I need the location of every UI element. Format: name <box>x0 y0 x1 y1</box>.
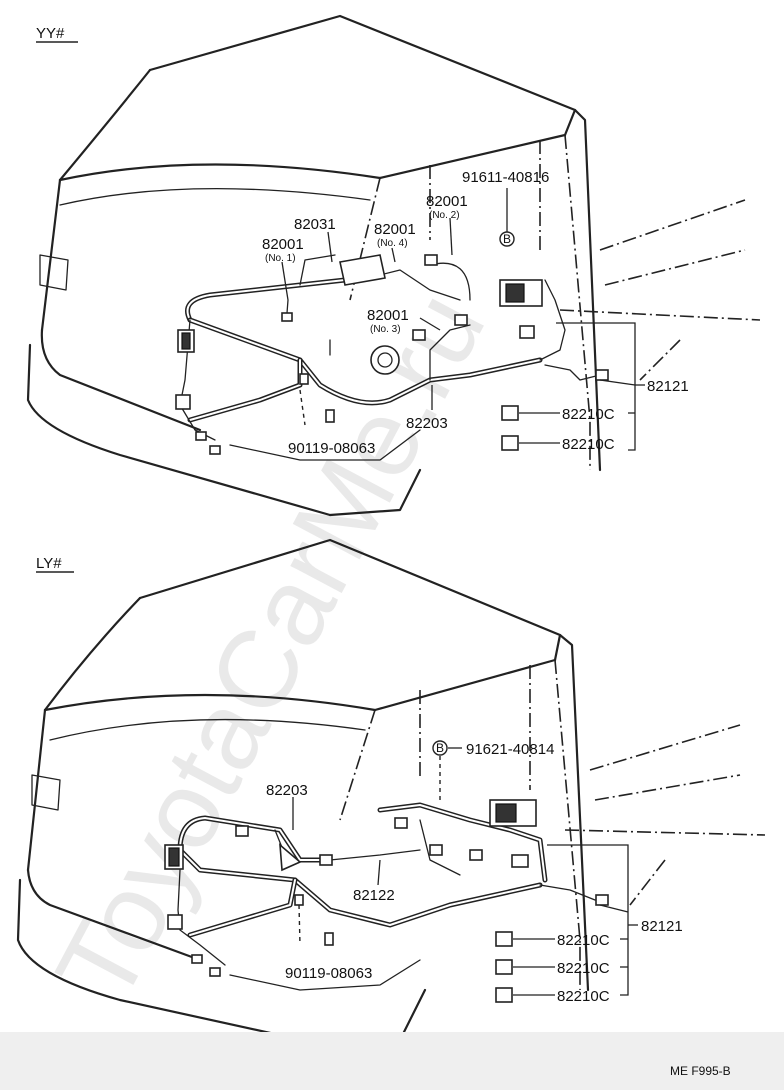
relay-82210c-a <box>495 931 513 947</box>
label-82210c-c-ly: 82210C <box>557 988 610 1005</box>
callout-b-circle-ly <box>432 740 448 756</box>
section-ly: LY# <box>16 538 766 1047</box>
label-82001-no3-sub: (No. 3) <box>370 324 401 335</box>
label-90119-08063-yy: 90119-08063 <box>288 440 375 457</box>
connector-no4 <box>424 254 438 266</box>
terminal-b <box>209 445 221 455</box>
relay-82210c-b <box>501 435 519 451</box>
label-82001-no3: 82001 <box>367 307 409 324</box>
junction-connector <box>519 325 535 339</box>
footer-reference: ME F995-B <box>670 1064 731 1078</box>
section-title-yy: YY# <box>36 25 65 42</box>
clamp <box>294 894 304 906</box>
section-yy: YY# <box>26 14 761 517</box>
label-82001-no4: 82001 <box>374 221 416 238</box>
relay-82210c-c <box>495 987 513 1003</box>
grommet-left <box>167 914 183 930</box>
label-82210c-a-yy: 82210C <box>562 406 615 423</box>
label-82210c-b-yy: 82210C <box>562 436 615 453</box>
terminal-a <box>191 954 203 964</box>
connector-left-body <box>181 332 191 350</box>
label-82121-yy: 82121 <box>647 378 689 395</box>
connector-right <box>595 369 609 381</box>
clamp <box>299 373 309 385</box>
connector-no3 <box>412 329 426 341</box>
connector-right <box>595 894 609 906</box>
connector-no1 <box>281 312 293 322</box>
terminal-b <box>209 967 221 977</box>
junction-connector <box>511 854 529 868</box>
label-82210c-a-ly: 82210C <box>557 932 610 949</box>
components-yy: B <box>175 231 609 455</box>
leaders-yy <box>281 188 645 451</box>
relay-82210c-a <box>501 405 519 421</box>
label-82001-no2: 82001 <box>426 193 468 210</box>
components-ly: B <box>164 740 609 1003</box>
connector-a <box>235 825 249 837</box>
label-91611-40816: 91611-40816 <box>462 169 549 186</box>
label-82122: 82122 <box>353 887 395 904</box>
section-title-ly: LY# <box>36 555 62 572</box>
callout-b-ly: B <box>436 741 444 755</box>
label-82001-no1-sub: (No. 1) <box>265 253 296 264</box>
horn <box>370 345 400 375</box>
footer-bar <box>0 1032 784 1090</box>
junction-block-dark <box>495 803 517 823</box>
connector-e <box>469 849 483 861</box>
label-82121-ly: 82121 <box>641 918 683 935</box>
relay-82031 <box>339 254 386 286</box>
bracket-82203 <box>279 843 302 872</box>
label-82001-no4-sub: (No. 4) <box>377 238 408 249</box>
leaders-ly <box>292 747 638 996</box>
bolt-90119 <box>325 409 335 423</box>
relay-82210c-b <box>495 959 513 975</box>
connector-left-body <box>168 847 180 867</box>
bolt-90119 <box>324 932 334 946</box>
label-90119-08063-ly: 90119-08063 <box>285 965 372 982</box>
label-82203-ly: 82203 <box>266 782 308 799</box>
label-82001-no2-sub: (No. 2) <box>429 210 460 221</box>
label-82210c-b-ly: 82210C <box>557 960 610 977</box>
connector-no2 <box>454 314 468 326</box>
label-91621-40814: 91621-40814 <box>466 741 554 758</box>
label-82203-yy: 82203 <box>406 415 448 432</box>
connector-d <box>429 844 443 856</box>
label-82001-no1: 82001 <box>262 236 304 253</box>
terminal-a <box>195 431 207 441</box>
junction-block-dark <box>505 283 525 303</box>
connector-b <box>319 854 333 866</box>
cab-body-yy <box>26 14 761 517</box>
callout-b-yy: B <box>503 232 511 246</box>
label-82031: 82031 <box>294 216 336 233</box>
cab-body-ly <box>16 538 766 1047</box>
connector-c <box>394 817 408 829</box>
horn-inner <box>377 352 393 368</box>
grommet-left <box>175 394 191 410</box>
